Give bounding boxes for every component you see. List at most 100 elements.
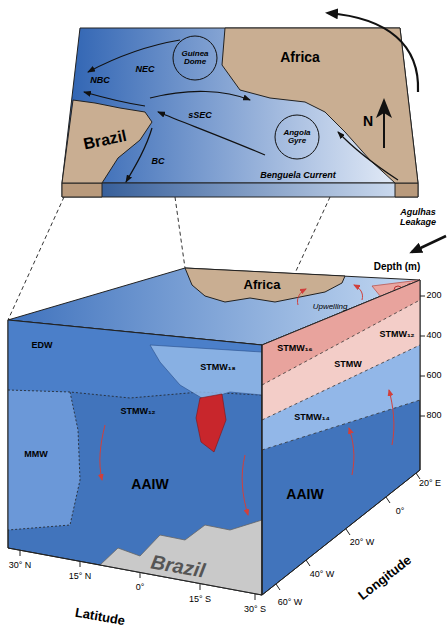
current-label: NEC [135, 65, 154, 75]
current-arrows [126, 128, 152, 182]
longitude-tick: 40° W [310, 570, 335, 580]
agulhas-arrow [412, 236, 446, 252]
ocean-block [100, 520, 262, 595]
ocean-block [262, 280, 420, 420]
depth-tick: 800 [426, 411, 441, 421]
depth-tick: 200 [426, 291, 441, 301]
continent-label: Africa [244, 278, 281, 292]
axis-title: Latitude [74, 606, 126, 629]
ocean-block [354, 285, 363, 300]
axis-title: Longitude [356, 553, 414, 603]
ocean-block [262, 345, 420, 420]
current-label: NBC [90, 76, 110, 86]
surface-map [62, 183, 102, 197]
gyre-label: Angola Gyre [277, 129, 317, 146]
longitude-tick: 20° E [419, 479, 441, 489]
north-arrow [383, 112, 385, 148]
water-mass-label: EDW [32, 341, 53, 351]
latitude-tick: 15° N [69, 572, 92, 582]
ocean-block [262, 280, 420, 385]
ocean-block [8, 320, 262, 595]
gyre-outline [173, 36, 217, 80]
axis-ticks [20, 296, 425, 600]
gyre-label: Guinea Dome [175, 50, 215, 67]
north-arrow [376, 98, 392, 118]
ocean-block [196, 394, 226, 452]
surface-map [222, 28, 418, 183]
longitude-tick: 60° W [278, 598, 303, 608]
gyre-circle: Guinea Dome [172, 35, 218, 81]
water-mass-label: STMW₁₈ [200, 363, 235, 373]
water-mass-label: STMW₁₂ [379, 330, 414, 340]
rotation-arrow [328, 13, 418, 92]
rotation-arrow [328, 13, 418, 92]
latitude-tick: 0° [136, 583, 145, 593]
latitude-tick: 15° S [189, 595, 211, 605]
ocean-block [262, 280, 420, 595]
ocean-block [389, 390, 394, 445]
zoom-guide-lines [175, 197, 185, 268]
surface-map [62, 28, 418, 183]
axis-ticks [20, 550, 21, 556]
ocean-block [262, 400, 420, 450]
water-mass-label: AAIW [286, 487, 323, 502]
water-mass-label: STMW₁₆ [277, 344, 312, 354]
ocean-block [100, 425, 105, 480]
ocean-block [242, 455, 248, 515]
depth-tick: 600 [426, 371, 441, 381]
water-mass-label: AAIW [131, 477, 168, 492]
axis-ticks [255, 594, 256, 600]
current-label: sSEC [188, 111, 212, 121]
latitude-tick: 30° S [244, 605, 266, 615]
agulhas-arrow [412, 236, 446, 252]
current-arrows [84, 40, 398, 182]
axis-ticks [386, 497, 390, 503]
north-arrow [376, 98, 392, 148]
current-label: BC [152, 157, 165, 167]
axis-ticks [276, 584, 280, 590]
axis-title: Depth (m) [374, 261, 421, 272]
axis-ticks [140, 572, 141, 578]
ocean-block [349, 428, 354, 475]
zoom-guide-lines [8, 197, 64, 320]
compass-letter: N [363, 114, 373, 129]
current-arrows [88, 40, 180, 72]
surface-map [395, 183, 418, 197]
surface-map [62, 28, 418, 197]
ocean-block [297, 289, 306, 305]
current-arrows [158, 112, 265, 155]
ocean-block [8, 392, 80, 530]
gyre-outline [275, 115, 319, 159]
axis-ticks [420, 336, 425, 337]
ocean-block [262, 280, 420, 595]
ocean-block [8, 268, 420, 595]
ocean-block [262, 300, 420, 450]
current-label: Benguela Current [260, 171, 336, 181]
water-mass-label: STMW₁₂ [120, 407, 155, 417]
current-arrows [84, 92, 145, 106]
ocean-block [150, 345, 262, 400]
axis-ticks [80, 561, 81, 567]
depth-tick: 400 [426, 331, 441, 341]
surface-map [62, 100, 152, 183]
gyre-circle: Angola Gyre [274, 114, 320, 160]
current-arrows [338, 132, 398, 180]
axis-ticks [306, 560, 310, 566]
water-mass-label: STMW [334, 360, 362, 370]
ocean-block [262, 280, 420, 450]
longitude-tick: 20° W [350, 538, 375, 548]
process-label: Upwelling [313, 303, 348, 312]
current-arrows [150, 91, 250, 100]
water-mass-label: STMW₁₄ [294, 413, 330, 423]
axis-ticks [200, 584, 201, 590]
axis-ticks [346, 529, 350, 535]
ocean-block [185, 268, 345, 302]
water-mass-label: MMW [24, 450, 48, 460]
inflow-label: Agulhas Leakage [396, 208, 440, 228]
ocean-block [8, 320, 262, 595]
continent-label: Africa [280, 50, 320, 65]
axis-ticks [420, 376, 425, 377]
longitude-tick: 0° [396, 507, 405, 517]
